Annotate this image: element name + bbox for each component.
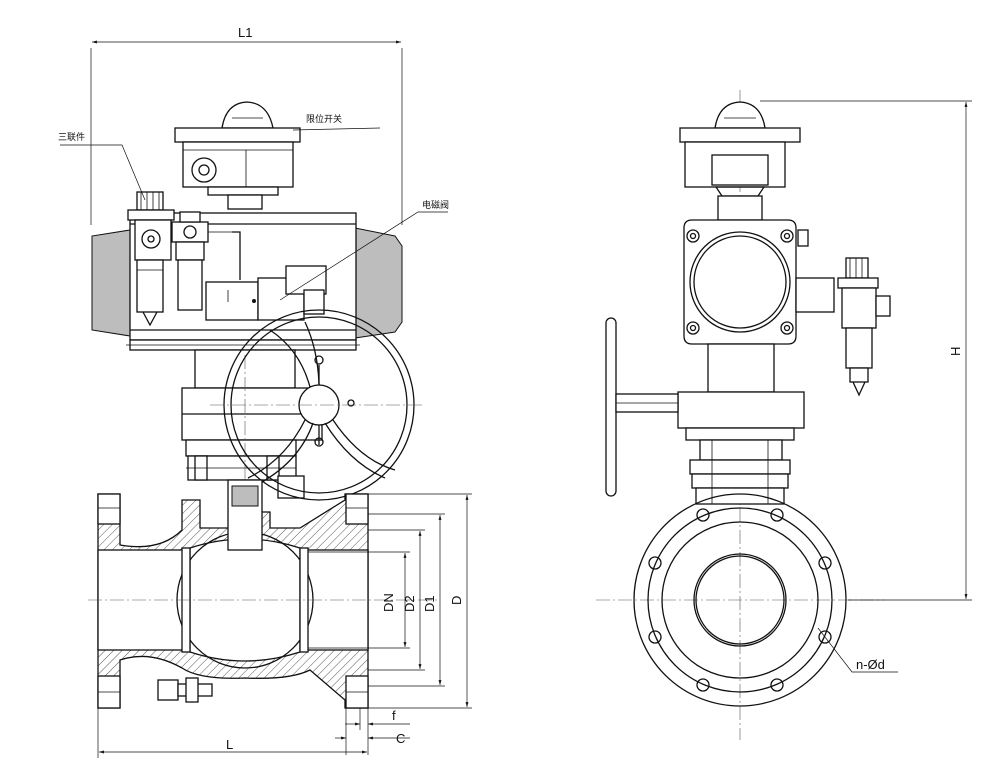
bracket-front (689, 439, 791, 505)
label-bolt-holes: n-Ød (856, 657, 885, 672)
handwheel-side (210, 309, 425, 501)
solenoid-valve (205, 265, 327, 321)
label-c: C (396, 731, 405, 746)
label-solenoid: 电磁阀 (422, 199, 449, 210)
callouts: 限位开关 三联件 电磁阀 (58, 113, 449, 301)
label-d2: D2 (402, 595, 417, 612)
triplex-front (837, 257, 891, 397)
label-triplex: 三联件 (58, 131, 85, 142)
limit-switch-front (679, 101, 801, 221)
right-view: n-Ød H (596, 90, 972, 740)
triplex-unit (127, 191, 241, 327)
bottom-dimensions: f C L (97, 708, 410, 758)
limit-switch-box (174, 101, 301, 210)
actuator-front (683, 219, 835, 393)
label-d1: D1 (422, 595, 437, 612)
label-f: f (392, 708, 396, 723)
left-view: L1 (58, 25, 472, 758)
label-l: L (226, 737, 233, 752)
label-l1: L1 (238, 25, 252, 40)
flange-face: n-Ød (633, 493, 898, 707)
dimension-h: H (760, 100, 972, 601)
label-d: D (449, 596, 464, 605)
body-dimensions: DN D2 D1 D (308, 493, 472, 709)
valve-body-section (88, 479, 440, 709)
dimension-l1: L1 (90, 25, 403, 225)
label-dn: DN (381, 593, 396, 612)
label-h: H (948, 347, 963, 356)
gearbox-front (605, 317, 805, 497)
label-limit-switch: 限位开关 (306, 113, 342, 124)
